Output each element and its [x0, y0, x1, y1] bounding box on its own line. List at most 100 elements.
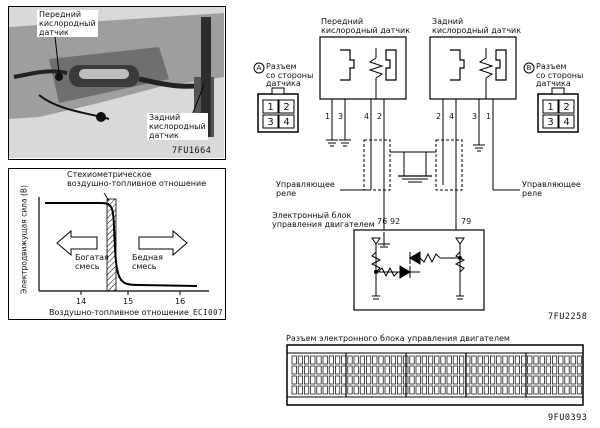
ecu-connector-pin: [304, 355, 310, 365]
circuit-diagram: [253, 36, 579, 311]
ecu-connector-pin: [366, 355, 372, 365]
lean-mixture-label: Бедная смесь: [132, 253, 163, 271]
emf-curve-panel: Стехиометрическое воздушно-топливное отн…: [8, 168, 226, 320]
ecu-connector-pin: [564, 355, 570, 365]
ecu-connector-pin: [397, 365, 403, 375]
ecu-connector-pin: [335, 355, 341, 365]
ecu-connector-pin: [347, 375, 353, 385]
ecu-connector-pin: [353, 355, 359, 365]
ecu-connector-pin: [576, 375, 582, 385]
ecu-connector-pin: [316, 385, 322, 395]
ecu-connector-pin: [527, 385, 533, 395]
ecu-connector-pin: [378, 365, 384, 375]
connector-b-pin: 2: [563, 102, 570, 113]
ecu-connector-pin: [576, 365, 582, 375]
ecu-connector-pin: [452, 375, 458, 385]
ecu-connector-pin: [508, 355, 514, 365]
ecu-connector-pin: [341, 365, 347, 375]
ecu-connector-pin: [483, 375, 489, 385]
x-tick-14: 14: [76, 297, 87, 306]
rear-pin-label: 4: [449, 112, 455, 121]
ecu-connector-pin: [434, 355, 440, 365]
ecu-connector-pin: [545, 355, 551, 365]
ecu-connector-pin: [359, 385, 365, 395]
ecu-connector-pin: [378, 385, 384, 395]
ecu-connector-pin: [558, 355, 564, 365]
ecu-box: [353, 229, 485, 311]
ecu-connector-pin: [576, 385, 582, 395]
ecu-connector-pin: [539, 365, 545, 375]
ecu-connector-pin: [421, 355, 427, 365]
ecu-connector-pin: [496, 375, 502, 385]
ecu-connector-pin: [384, 365, 390, 375]
ecu-connector-pin: [341, 375, 347, 385]
connector-b-pin: 3: [547, 117, 554, 128]
connector-b-pin: 1: [547, 102, 554, 113]
ecu-connector-pin: [514, 365, 520, 375]
control-relay-right-label: Управляющее реле: [522, 180, 581, 198]
front-pin-label: 1: [325, 112, 331, 121]
ecu-pin-92: 92: [390, 217, 401, 226]
ecu-connector-pin: [434, 375, 440, 385]
ecu-connector-pin: [335, 385, 341, 395]
connector-a-pin: 3: [267, 117, 274, 128]
ecu-connector-pin: [471, 385, 477, 395]
ecu-connector-pin: [570, 355, 576, 365]
ecu-connector-pin: [359, 355, 365, 365]
ecu-connector-pin: [514, 385, 520, 395]
ecu-connector-pin: [328, 385, 334, 395]
ecu-connector-pin: [378, 375, 384, 385]
ecu-connector-pin: [421, 365, 427, 375]
connector-b-label: Разъем со стороны датчика: [536, 62, 584, 88]
ecu-connector-pin: [533, 375, 539, 385]
ecu-connector-pin: [440, 365, 446, 375]
rear-sensor-title: Задний кислородный датчик: [432, 17, 522, 35]
ecu-connector-pin: [570, 365, 576, 375]
ecu-connector-pin: [490, 365, 496, 375]
ecu-connector-pin: [316, 355, 322, 365]
ecu-connector-pin: [428, 385, 434, 395]
ecu-connector-pin: [483, 365, 489, 375]
ecu-connector-pin: [353, 375, 359, 385]
ecu-connector-pin: [490, 385, 496, 395]
ecu-connector-pin: [446, 385, 452, 395]
ecu-connector-pin: [558, 375, 564, 385]
ecu-connector-pin: [310, 355, 316, 365]
ecu-connector-pin: [508, 385, 514, 395]
ecu-connector-pin: [564, 375, 570, 385]
ecu-connector-pin: [508, 365, 514, 375]
ecu-connector-pin: [322, 355, 328, 365]
front-pin-label: 4: [364, 112, 370, 121]
x-axis-label: Воздушно-топливное отношение: [49, 308, 189, 317]
ecu-connector-pin: [291, 355, 297, 365]
ecu-connector-pin: [328, 355, 334, 365]
ecu-connector-pin: [347, 385, 353, 395]
ecu-connector-pin: [291, 375, 297, 385]
ecu-connector-pin: [570, 385, 576, 395]
ecu-connector-pin: [428, 375, 434, 385]
ecu-connector-pin: [390, 385, 396, 395]
ecu-connector-pin: [539, 385, 545, 395]
connector-a-pin: 1: [267, 102, 274, 113]
ecu-connector-pin: [353, 365, 359, 375]
ecu-connector-pin: [477, 355, 483, 365]
photo-figure-code: 7FU1664: [172, 146, 212, 156]
ecu-connector-pin: [335, 375, 341, 385]
ecu-connector-pin: [545, 375, 551, 385]
ecu-connector-pin: [366, 365, 372, 375]
ecu-connector-pin: [440, 375, 446, 385]
ecu-connector-pin: [310, 385, 316, 395]
ecu-connector-pin: [576, 355, 582, 365]
emf-curve-graph: [38, 192, 209, 295]
ecu-connector-pin: [409, 375, 415, 385]
x-tick-16: 16: [175, 297, 186, 306]
ecu-connector-pin: [390, 375, 396, 385]
ecu-connector-pin: [552, 385, 558, 395]
ecu-connector-pin: [415, 385, 421, 395]
ecu-connector-pin: [446, 355, 452, 365]
ecu-connector-pin: [397, 375, 403, 385]
ecu-connector-pin: [521, 385, 527, 395]
ecu-connector-pin: [328, 365, 334, 375]
rear-sensor-box: [429, 36, 517, 100]
ecu-connector-pin: [372, 365, 378, 375]
